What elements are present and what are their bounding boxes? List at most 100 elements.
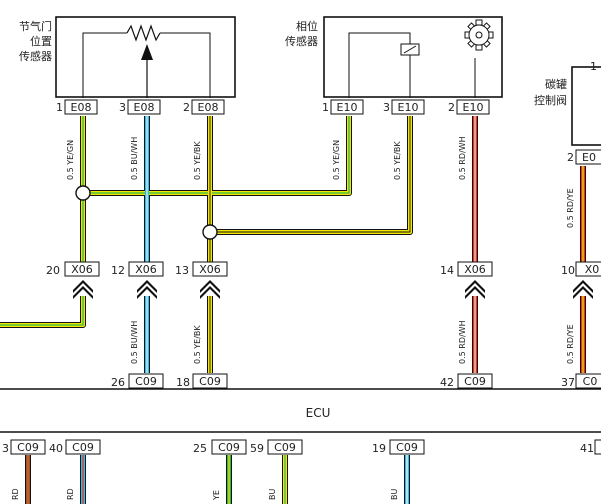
pin-e10-3: 3 E10: [383, 99, 425, 115]
canister-pin-top: 1: [590, 60, 597, 73]
wires: [0, 116, 586, 373]
svg-text:14: 14: [440, 264, 454, 277]
pin-x06-13: 13 X06: [175, 261, 228, 277]
chevron-up-icon: [465, 280, 485, 293]
wire-label-tps2: 0.5 YE/BK: [193, 141, 202, 180]
potentiometer-icon: [126, 24, 161, 42]
tps-inner-wire-right: [160, 32, 211, 98]
wires-lower: [25, 455, 410, 504]
svg-text:2: 2: [567, 151, 574, 164]
svg-text:19: 19: [372, 442, 386, 455]
pin-x06-20: 20 X06: [46, 261, 100, 277]
canister-label-2: 控制阀: [534, 93, 567, 107]
svg-text:37: 37: [561, 376, 575, 389]
target-wheel-icon: [464, 19, 494, 51]
wire-labels-upper: 0.5 YE/GN 0.5 BU/WH 0.5 YE/BK 0.5 YE/GN …: [66, 136, 575, 228]
svg-text:X0: X0: [585, 263, 600, 276]
pin-c09-18: 18 C09: [176, 373, 228, 389]
chevron-up-icon: [573, 280, 593, 293]
wire-label-cam1: 0.5 YE/GN: [332, 140, 341, 180]
pin-x06-12: 12 X06: [111, 261, 164, 277]
pin-c09-42: 42 C09: [440, 373, 493, 389]
tps-label-1: 节气门: [19, 19, 52, 33]
svg-text:3: 3: [119, 101, 126, 114]
chevron-up-icon: [200, 280, 220, 293]
canister-valve: 碳罐 控制阀 1: [534, 60, 601, 146]
chevron-up-icon: [73, 280, 93, 293]
svg-text:E08: E08: [198, 101, 219, 114]
wire-label-cam3: 0.5 YE/BK: [393, 141, 402, 180]
pin-x06-10: 10 X0: [561, 261, 601, 277]
pin-e10-1: 1 E10: [322, 99, 364, 115]
svg-text:E10: E10: [463, 101, 484, 114]
pin-c09-41: 41: [580, 439, 601, 455]
wire-label-rdwh-low: 0.5 RD/WH: [458, 320, 467, 364]
pin-x06-14: 14 X06: [440, 261, 493, 277]
svg-text:41: 41: [580, 442, 594, 455]
svg-text:X06: X06: [464, 263, 486, 276]
wire-labels-bottom: RD RD YE BU BU: [11, 488, 399, 501]
tps-inner-wire-left: [82, 32, 127, 98]
tps-label-3: 传感器: [19, 50, 52, 63]
svg-text:E08: E08: [134, 101, 155, 114]
svg-text:C09: C09: [135, 375, 157, 388]
splice-dot-yebk: [202, 224, 218, 240]
wiper-arrow-icon: [141, 44, 153, 60]
svg-text:2: 2: [183, 101, 190, 114]
wire-label-yebk-low: 0.5 YE/BK: [193, 325, 202, 364]
wire-label-b2: RD: [66, 488, 75, 500]
wire-labels-lower: 0.5 BU/WH 0.5 YE/BK 0.5 RD/WH 0.5 RD/YE: [130, 320, 575, 364]
pin-e10-2: 2 E10: [448, 99, 490, 115]
svg-text:C09: C09: [199, 375, 221, 388]
wire-label-b3: YE: [212, 490, 221, 501]
svg-text:3: 3: [383, 101, 390, 114]
connector-chevrons: [73, 280, 593, 299]
pin-e08-2: 2 E08: [183, 99, 225, 115]
svg-text:C09: C09: [17, 441, 39, 454]
wire-label-canister: 0.5 RD/YE: [566, 188, 575, 228]
svg-text:X06: X06: [199, 263, 221, 276]
pin-row-x06: 20 X06 12 X06 13 X06 14 X06 10 X0: [46, 261, 601, 299]
wire-label-tps1: 0.5 YE/GN: [66, 140, 75, 180]
ecu-label: ECU: [306, 406, 331, 420]
svg-text:C09: C09: [72, 441, 94, 454]
svg-text:3: 3: [2, 442, 9, 455]
pin-row-c09-upper: 26 C09 18 C09 42 C09 37 C0: [111, 373, 601, 389]
svg-text:X06: X06: [71, 263, 93, 276]
svg-text:25: 25: [193, 442, 207, 455]
tps-label-2: 位置: [30, 34, 52, 48]
svg-text:C09: C09: [218, 441, 240, 454]
canister-label-1: 碳罐: [545, 77, 567, 91]
svg-text:20: 20: [46, 264, 60, 277]
pin-canister-2: 2 E0: [567, 149, 601, 165]
svg-text:C09: C09: [396, 441, 418, 454]
pin-c09-59: 59 C09: [250, 439, 303, 455]
pin-c09-37: 37 C0: [561, 373, 601, 389]
svg-text:12: 12: [111, 264, 125, 277]
cam-sensor: 相位 传感器: [285, 16, 503, 98]
svg-text:X06: X06: [135, 263, 157, 276]
tps-sensor: 节气门 位置 传感器: [19, 16, 236, 98]
svg-text:2: 2: [448, 101, 455, 114]
wire-label-bu-low: 0.5 BU/WH: [130, 321, 139, 364]
svg-text:40: 40: [49, 442, 63, 455]
pin-c09-3: 3 C09: [2, 439, 46, 455]
svg-text:E08: E08: [71, 101, 92, 114]
cam-label-1: 相位: [296, 19, 318, 33]
chevron-up-icon: [573, 286, 593, 299]
svg-text:26: 26: [111, 376, 125, 389]
pin-c09-26: 26 C09: [111, 373, 164, 389]
pin-c09-25: 25 C09: [193, 439, 247, 455]
cam-inner-wire: [348, 32, 411, 98]
chevron-up-icon: [137, 280, 157, 293]
splice-dot-yegn: [75, 185, 91, 201]
wire-label-cam2: 0.5 RD/WH: [458, 136, 467, 180]
chevron-up-icon: [465, 286, 485, 299]
svg-text:1: 1: [56, 101, 63, 114]
wire-label-rdye-low: 0.5 RD/YE: [566, 324, 575, 364]
pin-e08-3: 3 E08: [119, 99, 161, 115]
pin-row-sensors: 1 E08 3 E08 2 E08 1 E10 3 E10 2 E10: [56, 99, 601, 165]
pin-e08-1: 1 E08: [56, 99, 98, 115]
pin-row-c09-lower: 3 C09 40 C09 25 C09 59 C09 19 C09 41: [2, 439, 601, 455]
